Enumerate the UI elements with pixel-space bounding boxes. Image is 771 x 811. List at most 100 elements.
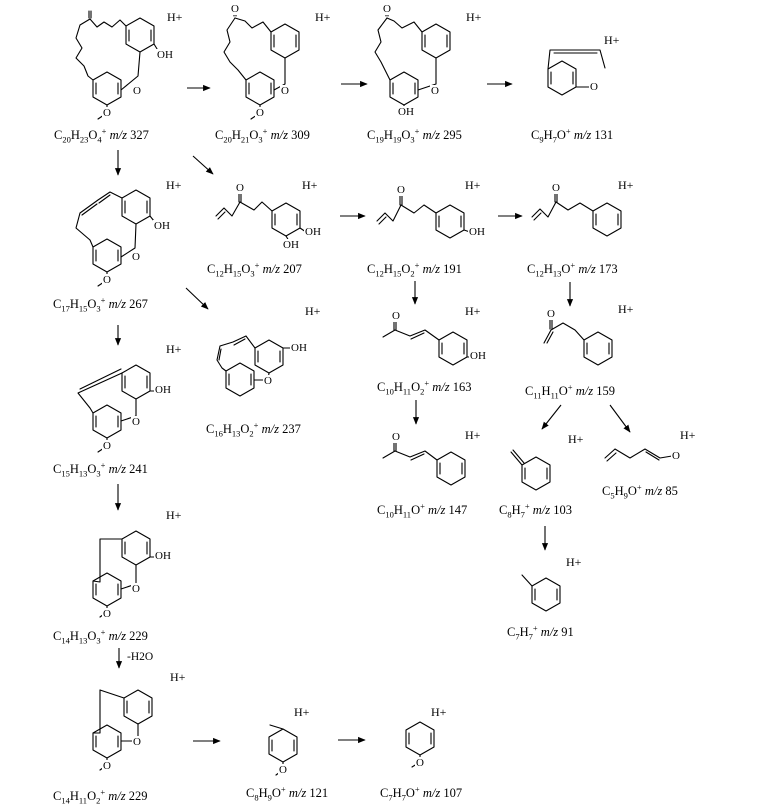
formula-part: H [383, 262, 393, 276]
compound-label: C20H21O3+ m/z 309 [215, 127, 310, 145]
formula-part: 7 [552, 134, 557, 145]
formula-part: 7 [528, 631, 533, 642]
compound-label: C12H15O3+ m/z 207 [207, 261, 302, 279]
oxygen-label: O [382, 3, 392, 15]
mz-value: 91 [558, 625, 574, 639]
charge-mark: H+ [604, 33, 620, 47]
formula-part: O [401, 128, 411, 142]
charge-mark: H+ [170, 670, 186, 684]
oxygen-label: O [430, 85, 440, 97]
formula-part: + [100, 626, 106, 637]
formula-part: + [414, 783, 420, 794]
oxygen-label: O [102, 760, 112, 772]
formula-part: O [87, 789, 97, 803]
formula-part: O [558, 384, 568, 398]
formula-part: O [87, 297, 97, 311]
formula-part: C [207, 262, 216, 276]
hydroxyl-label: OH [469, 350, 487, 362]
formula-part: 15 [392, 268, 402, 279]
mz-symbol: m/z [573, 128, 592, 142]
mz-value: 237 [278, 422, 301, 436]
formula-part: 17 [61, 303, 70, 314]
compound-label: C15H13O3+ m/z 241 [53, 461, 148, 479]
formula-part: H [519, 625, 529, 639]
structure-85 [604, 448, 673, 462]
formula-part: 8 [507, 509, 512, 520]
hydroxyl-label: OH [290, 342, 308, 354]
charge-mark: H+ [466, 10, 482, 24]
formula-part: 7 [401, 792, 406, 803]
charge-mark: H+ [618, 178, 634, 192]
formula-part: H [222, 422, 232, 436]
mz-symbol: m/z [288, 786, 307, 800]
oxygen-label: O [131, 251, 141, 263]
formula-part: + [100, 294, 106, 305]
mz-value: 229 [125, 629, 148, 643]
oxygen-label: O [391, 431, 401, 443]
oxygen-label: O [546, 308, 556, 320]
oxygen-label: O [589, 81, 599, 93]
oxygen-label: O [671, 450, 681, 462]
formula-part: + [253, 419, 259, 430]
formula-part: O [271, 786, 281, 800]
formula-part: + [524, 500, 530, 511]
formula-part: O [249, 128, 259, 142]
mz-symbol: m/z [540, 625, 559, 639]
mz-symbol: m/z [575, 384, 594, 398]
formula-part: H [70, 128, 80, 142]
mz-symbol: m/z [532, 503, 551, 517]
oxygen-label: O [102, 107, 112, 119]
mz-value: 107 [440, 786, 463, 800]
compound-label: C11H11O+ m/z 159 [525, 383, 615, 400]
hydroxyl-label: OH [154, 550, 172, 562]
formula-part: 2 [420, 386, 425, 397]
mz-value: 159 [593, 384, 615, 398]
structure-237 [216, 335, 293, 397]
formula-part: + [570, 259, 576, 270]
mz-symbol: m/z [644, 484, 663, 498]
charge-mark: H+ [431, 705, 447, 719]
formula-part: 3 [258, 134, 263, 145]
oxygen-label: O [280, 85, 290, 97]
hydroxyl-label: OH [397, 106, 415, 118]
oxygen-label: O [415, 757, 425, 769]
formula-part: 12 [215, 268, 224, 279]
mz-symbol: m/z [109, 128, 127, 142]
formula-part: 12 [375, 268, 384, 279]
mz-value: 241 [125, 462, 148, 476]
formula-part: C [215, 128, 224, 142]
mz-symbol: m/z [270, 128, 288, 142]
formula-part: C [507, 625, 516, 639]
charge-mark: H+ [166, 178, 182, 192]
mz-value: 327 [126, 128, 149, 142]
formula-part: 23 [79, 134, 89, 145]
charge-mark: H+ [568, 432, 584, 446]
formula-part: C [53, 629, 62, 643]
structure-241 [77, 364, 157, 453]
structure-267 [75, 189, 159, 287]
charge-mark: H+ [167, 10, 183, 24]
oxygen-label: O [131, 583, 141, 595]
mz-value: 85 [662, 484, 678, 498]
formula-part: O [87, 629, 97, 643]
charge-mark: H+ [315, 10, 331, 24]
compound-label: C10H11O2+ m/z 163 [377, 379, 472, 397]
mz-value: 131 [591, 128, 614, 142]
structure-131 [547, 49, 606, 96]
formula-part: 3 [96, 468, 101, 479]
formula-part: H [383, 128, 393, 142]
formula-part: H [69, 462, 79, 476]
formula-part: 9 [623, 490, 628, 501]
oxygen-label: O [102, 274, 112, 286]
formula-part: 9 [539, 134, 544, 145]
mz-symbol: m/z [428, 503, 446, 517]
formula-part: H [69, 789, 79, 803]
formula-part: 16 [214, 428, 223, 439]
formula-part: C [246, 786, 255, 800]
formula-part: 15 [61, 468, 70, 479]
oxygen-label: O [551, 182, 561, 194]
mz-symbol: m/z [422, 262, 440, 276]
formula-part: 8 [254, 792, 259, 803]
compound-label: C5H9O+ m/z 85 [602, 483, 678, 501]
